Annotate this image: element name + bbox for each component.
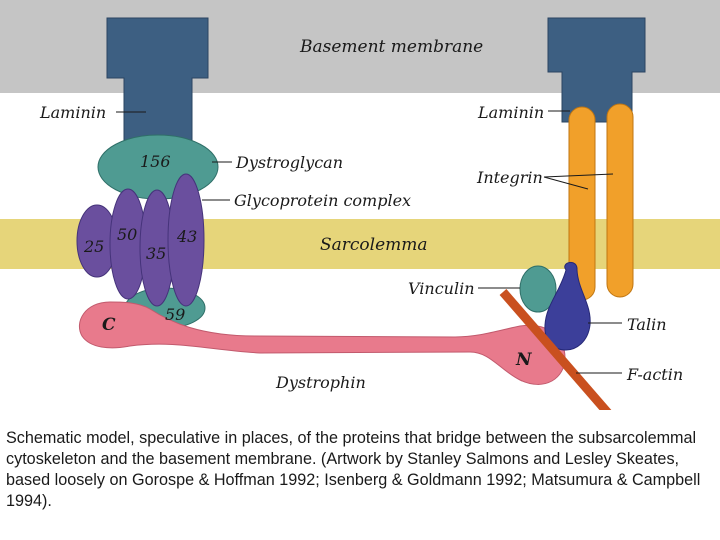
dystrophin-n-end: N [515,350,533,370]
label-talin: Talin [627,315,667,334]
label-laminin-right: Laminin [477,103,544,122]
talin-shape [544,262,591,351]
protein-schematic-diagram: Basement membrane Laminin Laminin Dystro… [0,0,720,410]
dystrophin-c-end: C [102,315,116,335]
label-vinculin: Vinculin [408,279,475,298]
label-glycoprotein-complex: Glycoprotein complex [234,191,411,210]
number-156: 156 [140,152,171,171]
label-integrin: Integrin [476,168,543,187]
number-59: 59 [165,305,185,324]
label-basement-membrane: Basement membrane [299,37,483,57]
dystrophin-shape [78,301,566,385]
number-25: 25 [83,237,104,256]
vinculin-shape [519,265,557,313]
number-35: 35 [146,244,166,263]
label-factin: F-actin [626,365,683,384]
figure-caption: Schematic model, speculative in places, … [6,429,701,510]
integrin-rod-2 [606,103,634,298]
label-dystroglycan: Dystroglycan [235,153,343,172]
number-43: 43 [176,227,197,246]
label-sarcolemma: Sarcolemma [320,235,428,255]
leader-lines [116,110,622,374]
number-50: 50 [117,225,137,244]
glycoprotein-43-shape [167,173,205,307]
label-dystrophin: Dystrophin [275,373,366,392]
label-laminin-left: Laminin [39,103,106,122]
laminin-right-shape [547,17,646,123]
factin-shape [499,289,612,410]
